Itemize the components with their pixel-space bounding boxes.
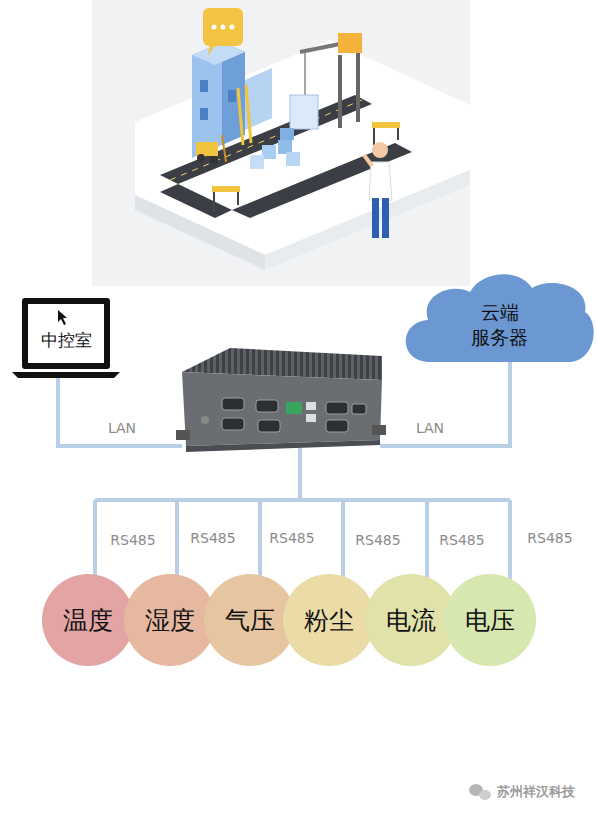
- node-text: 云端 服务器: [470, 300, 531, 349]
- cloud-shape: [406, 274, 594, 362]
- link-label: RS485: [525, 530, 574, 546]
- cloud-server: 云端 服务器: [415, 288, 585, 362]
- link-label: LAN: [414, 420, 446, 436]
- industrial-pc: [176, 348, 386, 452]
- node-text: 中控室: [41, 329, 92, 352]
- sensor-circle: 粉尘: [283, 574, 375, 666]
- link-label: RS485: [353, 532, 402, 548]
- link-label: RS485: [437, 532, 486, 548]
- node-text: 气压: [225, 604, 275, 637]
- node-text: 温度: [63, 604, 113, 637]
- node-text: 电压: [465, 604, 515, 637]
- wires: [58, 362, 510, 582]
- node-text: 湿度: [145, 604, 195, 637]
- link-label: RS485: [108, 532, 157, 548]
- sensor-circle: 湿度: [124, 574, 216, 666]
- link-label: RS485: [267, 530, 316, 546]
- link-label: RS485: [188, 530, 237, 546]
- link-label: LAN: [106, 420, 138, 436]
- laptop-icon: [12, 298, 120, 378]
- watermark: 苏州祥汉科技: [495, 783, 577, 801]
- sensor-circle: 温度: [42, 574, 134, 666]
- sensor-circle: 电压: [444, 574, 536, 666]
- laptop-screen: 中控室: [28, 304, 104, 363]
- construction-illustration: [92, 0, 470, 286]
- node-text: 电流: [386, 604, 436, 637]
- node-text: 粉尘: [304, 604, 354, 637]
- watermark-icon: [469, 784, 491, 800]
